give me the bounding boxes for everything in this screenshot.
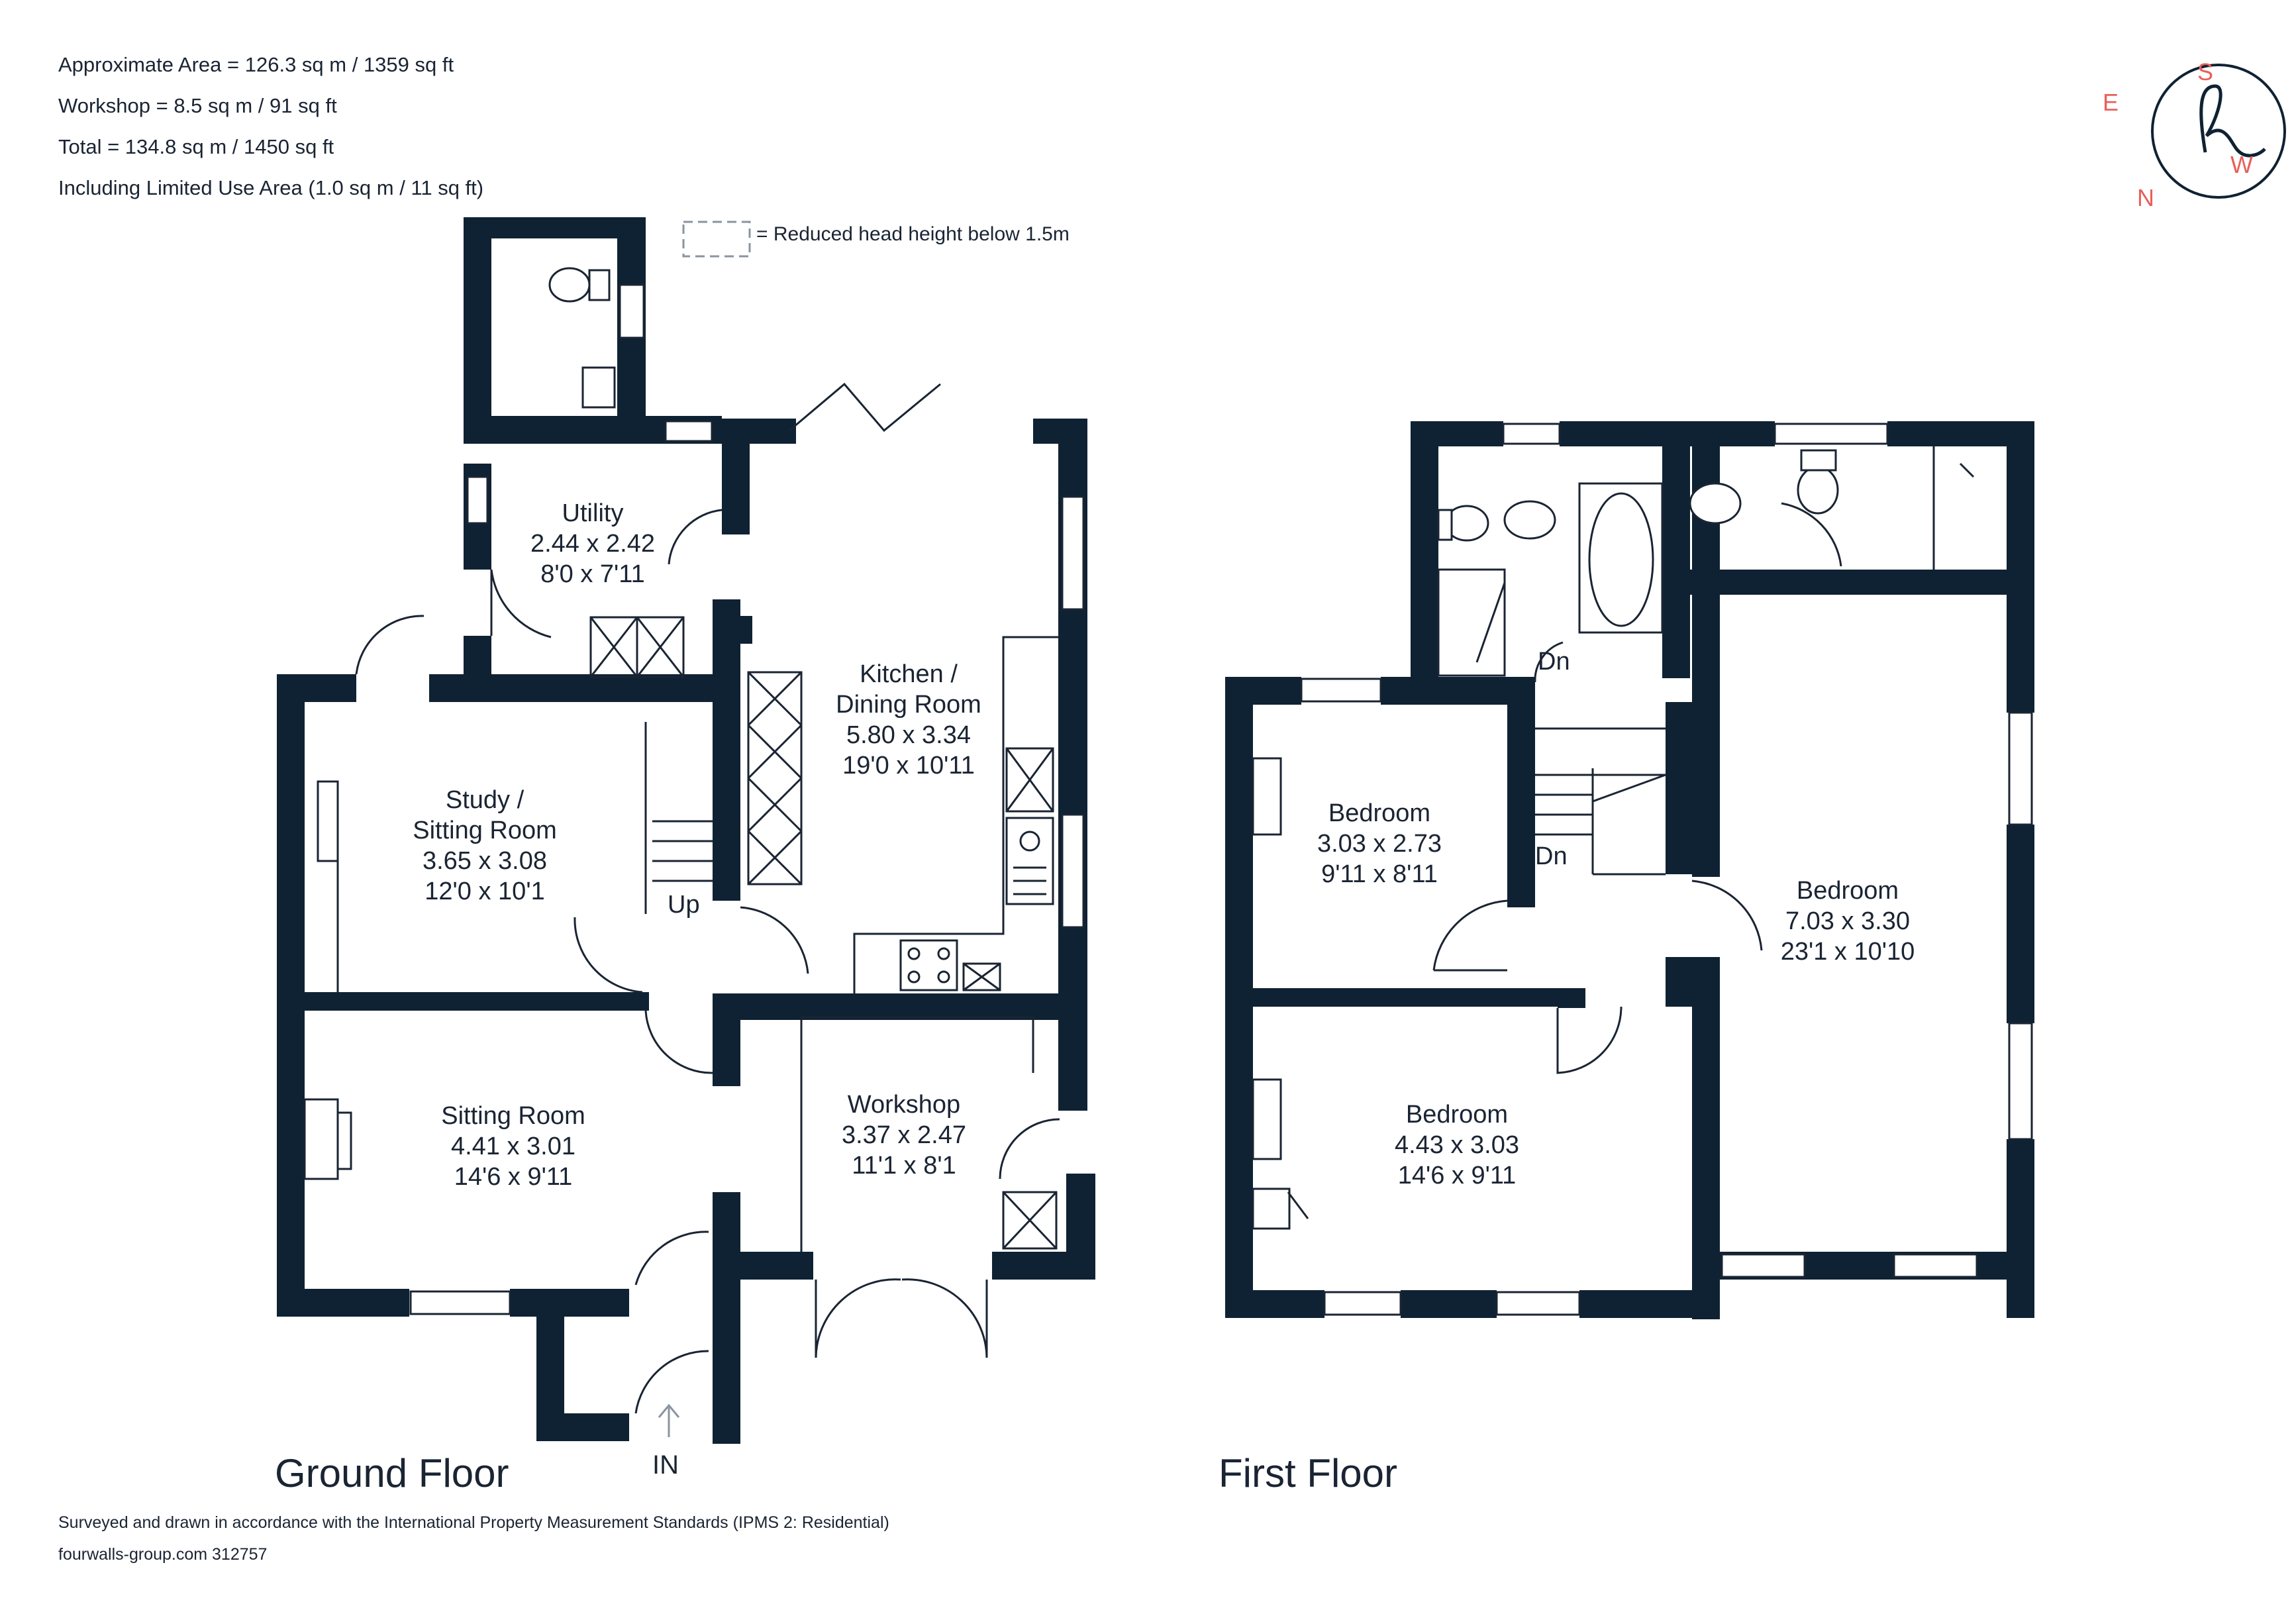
room-utility: Utility 2.44 x 2.42 8'0 x 7'11 — [530, 499, 656, 588]
footer-reference: fourwalls-group.com 312757 — [58, 1545, 268, 1564]
ground-floor-plan — [277, 217, 1095, 1444]
stairs-down-label-upper: Dn — [1538, 648, 1570, 676]
entrance-arrow-icon — [658, 1403, 680, 1437]
area-approx: Approximate Area = 126.3 sq m / 1359 sq … — [58, 53, 454, 76]
compass-north: N — [2137, 184, 2154, 211]
legend-reduced-head-height: = Reduced head height below 1.5m — [756, 223, 1070, 245]
logo-circle-icon — [2151, 64, 2286, 199]
legend-dashed-box — [682, 221, 751, 258]
first-floor-title: First Floor — [1219, 1451, 1397, 1495]
stairs-down-label-lower: Dn — [1535, 842, 1568, 870]
room-kitchen-dining: Kitchen / Dining Room 5.80 x 3.34 19'0 x… — [836, 660, 981, 780]
room-sitting: Sitting Room 4.41 x 3.01 14'6 x 9'11 — [441, 1102, 585, 1191]
first-floor-plan — [1225, 421, 2034, 1319]
ground-floor-title: Ground Floor — [275, 1451, 509, 1495]
stairs-up-label: Up — [668, 891, 700, 919]
compass-south: S — [2197, 58, 2214, 85]
logo-h-glyph-icon — [2199, 84, 2266, 158]
compass-west: W — [2230, 151, 2253, 178]
room-bedroom-large: Bedroom 7.03 x 3.30 23'1 x 10'10 — [1780, 877, 1915, 966]
room-study-sitting: Study / Sitting Room 3.65 x 3.08 12'0 x … — [413, 786, 557, 905]
area-workshop: Workshop = 8.5 sq m / 91 sq ft — [58, 94, 337, 117]
room-bedroom-front: Bedroom 4.43 x 3.03 14'6 x 9'11 — [1394, 1101, 1520, 1189]
room-workshop: Workshop 3.37 x 2.47 11'1 x 8'1 — [841, 1091, 967, 1180]
entrance-label: IN — [652, 1450, 679, 1480]
compass-east: E — [2103, 89, 2119, 116]
room-bedroom-small: Bedroom 3.03 x 2.73 9'11 x 8'11 — [1317, 799, 1442, 888]
footer-standards: Surveyed and drawn in accordance with th… — [58, 1513, 889, 1532]
area-total: Total = 134.8 sq m / 1450 sq ft — [58, 135, 334, 158]
compass-logo — [2151, 64, 2286, 199]
area-limited-use: Including Limited Use Area (1.0 sq m / 1… — [58, 176, 484, 199]
